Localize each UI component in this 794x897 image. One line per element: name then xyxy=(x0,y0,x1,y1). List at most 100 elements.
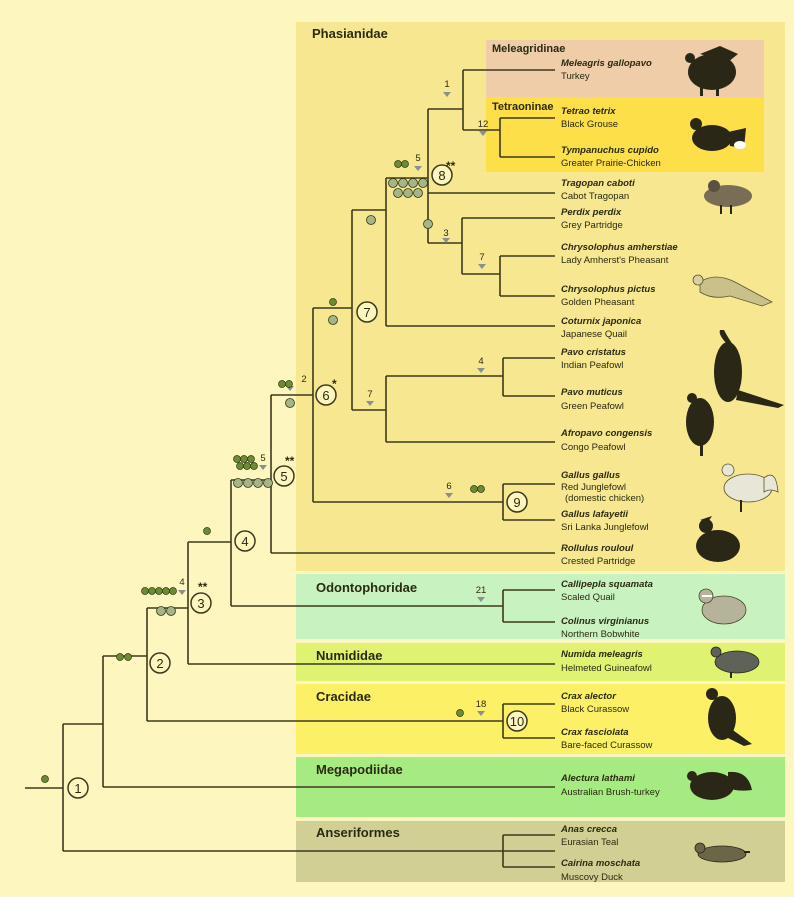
node-number: 3 xyxy=(197,596,204,611)
species-common-name: Scaled Quail xyxy=(561,592,615,603)
insertion-marker xyxy=(162,587,170,595)
branch-marker xyxy=(477,368,485,373)
species-common-name: Lady Amherst's Pheasant xyxy=(561,255,669,266)
insertion-marker xyxy=(394,160,402,168)
species-common-name: Australian Brush-turkey xyxy=(561,787,660,798)
node-circles: 1 2 3 4 5 6 7 8 9 10 xyxy=(67,164,528,799)
branch-count: 7 xyxy=(367,389,372,400)
support-asterisk: ** xyxy=(198,580,208,594)
deletion-marker xyxy=(366,215,376,225)
species-common-name: Cabot Tragopan xyxy=(561,191,629,202)
species-labels: Meleagris gallopavo Turkey Tetrao tetrix… xyxy=(560,58,678,883)
peafowl-icon xyxy=(714,330,784,408)
node-circle xyxy=(234,530,256,552)
numididae-panel xyxy=(296,643,785,681)
family-label-numididae: Numididae xyxy=(316,648,382,663)
deletion-marker xyxy=(328,315,338,325)
species-common-name-note: (domestic chicken) xyxy=(565,493,644,504)
insertion-marker xyxy=(247,455,255,463)
deletion-marker xyxy=(253,478,263,488)
species-name: Alectura lathami xyxy=(560,773,635,784)
species-common-name: Golden Pheasant xyxy=(561,297,635,308)
branch-marker xyxy=(414,166,422,171)
species-common-name: Eurasian Teal xyxy=(561,837,618,848)
branch-counts: 1 12 5 3 7 4 7 2 5 6 4 21 18 xyxy=(178,79,488,716)
insertion-marker xyxy=(477,485,485,493)
species-common-name: Northern Bobwhite xyxy=(561,629,640,640)
species-name: Afropavo congensis xyxy=(560,428,652,439)
insertion-marker xyxy=(456,709,464,717)
brush-turkey-icon xyxy=(687,771,752,800)
node-circle xyxy=(315,384,337,406)
species-name: Cairina moschata xyxy=(561,858,640,869)
node-circle xyxy=(506,491,528,513)
crested-partridge-icon xyxy=(696,516,740,562)
branch-count: 3 xyxy=(443,228,448,239)
node-number: 1 xyxy=(74,781,81,796)
branch-marker xyxy=(443,92,451,97)
species-name: Chrysolophus pictus xyxy=(561,284,655,295)
insertion-marker xyxy=(169,587,177,595)
branch-count: 4 xyxy=(478,356,483,367)
insertion-marker xyxy=(203,527,211,535)
deletion-marker xyxy=(403,188,413,198)
species-common-name: Greater Prairie-Chicken xyxy=(561,158,661,169)
insertion-marker xyxy=(285,380,293,388)
species-name: Chrysolophus amherstiae xyxy=(561,242,678,253)
branch-marker xyxy=(178,590,186,595)
insertion-marker xyxy=(278,380,286,388)
node-number: 8 xyxy=(438,168,445,183)
species-common-name: Japanese Quail xyxy=(561,329,627,340)
node-number: 4 xyxy=(241,534,248,549)
family-label-odontophoridae: Odontophoridae xyxy=(316,580,417,595)
deletion-marker xyxy=(418,178,428,188)
node-circle xyxy=(190,592,212,614)
species-common-name: Red Junglefowl xyxy=(561,482,626,493)
insertion-marker xyxy=(155,587,163,595)
branch-count: 18 xyxy=(476,699,487,710)
insertion-marker xyxy=(148,587,156,595)
deletion-marker xyxy=(423,219,433,229)
deletion-marker xyxy=(233,478,243,488)
teal-icon xyxy=(694,842,750,863)
species-common-name: Black Grouse xyxy=(561,119,618,130)
indel-markers xyxy=(41,160,485,783)
deletion-marker xyxy=(285,398,295,408)
branch-count: 6 xyxy=(446,481,451,492)
species-common-name: Crested Partridge xyxy=(561,556,635,567)
species-common-name: Turkey xyxy=(561,71,590,82)
congo-peafowl-icon xyxy=(686,393,714,456)
branch-count: 12 xyxy=(478,119,489,130)
species-name: Coturnix japonica xyxy=(561,316,641,327)
insertion-marker xyxy=(240,455,248,463)
turkey-icon xyxy=(685,46,738,96)
branch-count: 5 xyxy=(415,153,420,164)
node-number: 5 xyxy=(280,469,287,484)
insertion-marker xyxy=(243,462,251,470)
branch-marker xyxy=(479,131,487,136)
species-common-name: Congo Peafowl xyxy=(561,442,625,453)
deletion-marker xyxy=(263,478,273,488)
species-common-name: Sri Lanka Junglefowl xyxy=(561,522,649,533)
family-label-anseriformes: Anseriformes xyxy=(316,825,400,840)
branch-marker xyxy=(259,465,267,470)
insertion-marker xyxy=(116,653,124,661)
cracidae-panel xyxy=(296,684,785,754)
branch-marker xyxy=(477,711,485,716)
branch-count: 5 xyxy=(260,453,265,464)
branch-count: 4 xyxy=(179,577,184,588)
insertion-marker xyxy=(41,775,49,783)
node-circle xyxy=(431,164,453,186)
species-name: Anas crecca xyxy=(560,824,617,835)
node-circle xyxy=(149,652,171,674)
deletion-marker xyxy=(398,178,408,188)
insertion-marker xyxy=(470,485,478,493)
deletion-marker xyxy=(413,188,423,198)
species-common-name: Indian Peafowl xyxy=(561,360,623,371)
deletion-marker xyxy=(243,478,253,488)
insertion-marker xyxy=(329,298,337,306)
node-circle xyxy=(506,710,528,732)
bobwhite-icon xyxy=(698,588,747,625)
species-common-name: Green Peafowl xyxy=(561,401,624,412)
species-name: Numida meleagris xyxy=(561,649,643,660)
